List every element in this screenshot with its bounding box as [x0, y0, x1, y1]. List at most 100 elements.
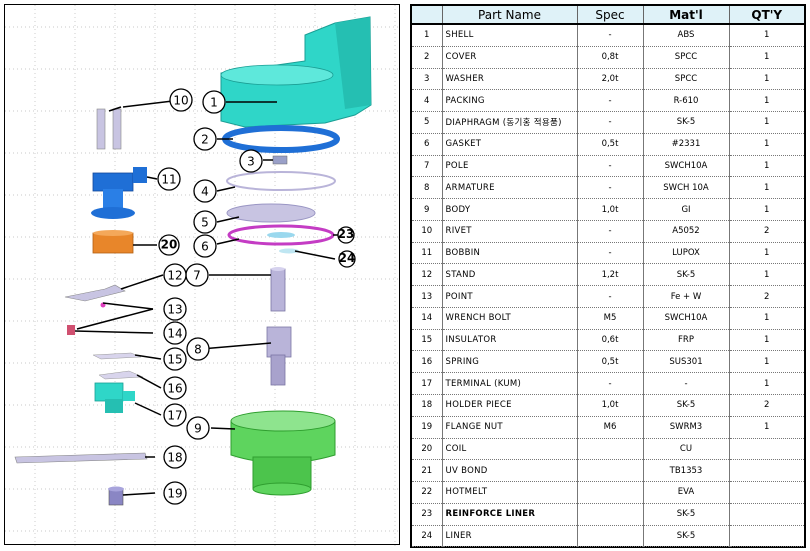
- part-flange-nut: [108, 486, 124, 506]
- part-name-cell: UV BOND: [442, 459, 578, 483]
- material-cell: SK-5: [643, 263, 730, 287]
- part-gasket: [227, 224, 335, 246]
- material-cell: ABS: [643, 24, 730, 47]
- material-cell: SWCH10A: [643, 307, 730, 330]
- spec-cell: -: [577, 111, 644, 134]
- material-cell: SK-5: [643, 111, 730, 134]
- svg-text:15: 15: [167, 353, 182, 367]
- row-number-cell: 3: [412, 68, 443, 91]
- row-number-cell: 15: [412, 329, 443, 352]
- part-bobbin: [91, 167, 147, 219]
- spec-cell: 0,8t: [577, 46, 644, 69]
- svg-text:19: 19: [167, 487, 182, 501]
- row-number-cell: 6: [412, 133, 443, 156]
- exploded-view-diagram: 1 2 3 4 5 6 7 8 9 10 11 12 13 14 15 16 1…: [4, 4, 401, 546]
- callout-9: 9: [186, 416, 210, 440]
- callout-13: 13: [163, 297, 187, 321]
- material-cell: FRP: [643, 329, 730, 352]
- svg-text:9: 9: [194, 422, 202, 436]
- part-name-cell: LINER: [442, 525, 578, 548]
- spec-cell: -: [577, 24, 644, 47]
- part-diaphragm: [226, 203, 316, 223]
- part-pole: [270, 267, 286, 312]
- spec-cell: -: [577, 220, 644, 243]
- qty-cell: 1: [729, 24, 804, 47]
- part-wrench-bolt: [67, 325, 75, 335]
- svg-text:12: 12: [167, 269, 182, 283]
- qty-cell: [729, 459, 804, 483]
- callout-5: 5: [193, 210, 217, 234]
- spec-cell: [577, 438, 644, 461]
- row-number-cell: 13: [412, 285, 443, 308]
- part-name-cell: BODY: [442, 198, 578, 221]
- spec-cell: 2,0t: [577, 68, 644, 91]
- part-name-cell: SPRING: [442, 350, 578, 374]
- part-name-cell: COVER: [442, 46, 578, 69]
- material-cell: TB1353: [643, 459, 730, 483]
- spec-cell: [577, 503, 644, 526]
- header-part-name: Part Name: [442, 6, 578, 25]
- svg-text:16: 16: [167, 382, 182, 396]
- spec-cell: -: [577, 89, 644, 113]
- callout-15: 15: [163, 347, 187, 371]
- qty-cell: 1: [729, 198, 804, 221]
- callout-12: 12: [163, 263, 187, 287]
- svg-text:5: 5: [201, 216, 209, 230]
- callout-17: 17: [163, 403, 187, 427]
- part-name-cell: RIVET: [442, 220, 578, 243]
- spec-cell: M6: [577, 416, 644, 439]
- part-name-cell: POINT: [442, 285, 578, 308]
- row-number-cell: 4: [412, 89, 443, 113]
- callout-3: 3: [239, 149, 263, 173]
- qty-cell: [729, 481, 804, 504]
- row-number-cell: 5: [412, 111, 443, 134]
- row-number-cell: 16: [412, 350, 443, 374]
- callout-19: 19: [163, 481, 187, 505]
- part-rivets: [96, 108, 122, 150]
- part-insulator: [92, 352, 142, 360]
- callout-10: 10: [169, 88, 193, 112]
- callout-18: 18: [163, 445, 187, 469]
- qty-cell: 2: [729, 285, 804, 308]
- part-name-cell: HOLDER PIECE: [442, 394, 578, 417]
- spec-cell: 1,0t: [577, 198, 644, 221]
- part-liner: [279, 248, 299, 254]
- spec-cell: -: [577, 176, 644, 200]
- part-spring: [98, 370, 144, 380]
- callout-7: 7: [185, 263, 209, 287]
- material-cell: EVA: [643, 481, 730, 504]
- qty-cell: 1: [729, 68, 804, 91]
- material-cell: SPCC: [643, 68, 730, 91]
- part-name-cell: INSULATOR: [442, 329, 578, 352]
- header-no: [412, 6, 443, 25]
- material-cell: #2331: [643, 133, 730, 156]
- part-name-cell: HOTMELT: [442, 481, 578, 504]
- material-cell: SWCH 10A: [643, 176, 730, 200]
- qty-cell: 2: [729, 220, 804, 243]
- row-number-cell: 12: [412, 263, 443, 287]
- spec-cell: 0,5t: [577, 350, 644, 374]
- spec-cell: [577, 459, 644, 483]
- spec-cell: [577, 481, 644, 504]
- row-number-cell: 24: [412, 525, 443, 548]
- row-number-cell: 18: [412, 394, 443, 417]
- svg-text:24: 24: [339, 251, 356, 265]
- spec-cell: -: [577, 285, 644, 308]
- row-number-cell: 23: [412, 503, 443, 526]
- material-cell: SWRM3: [643, 416, 730, 439]
- part-name-cell: COIL: [442, 438, 578, 461]
- part-name-cell: STAND: [442, 263, 578, 287]
